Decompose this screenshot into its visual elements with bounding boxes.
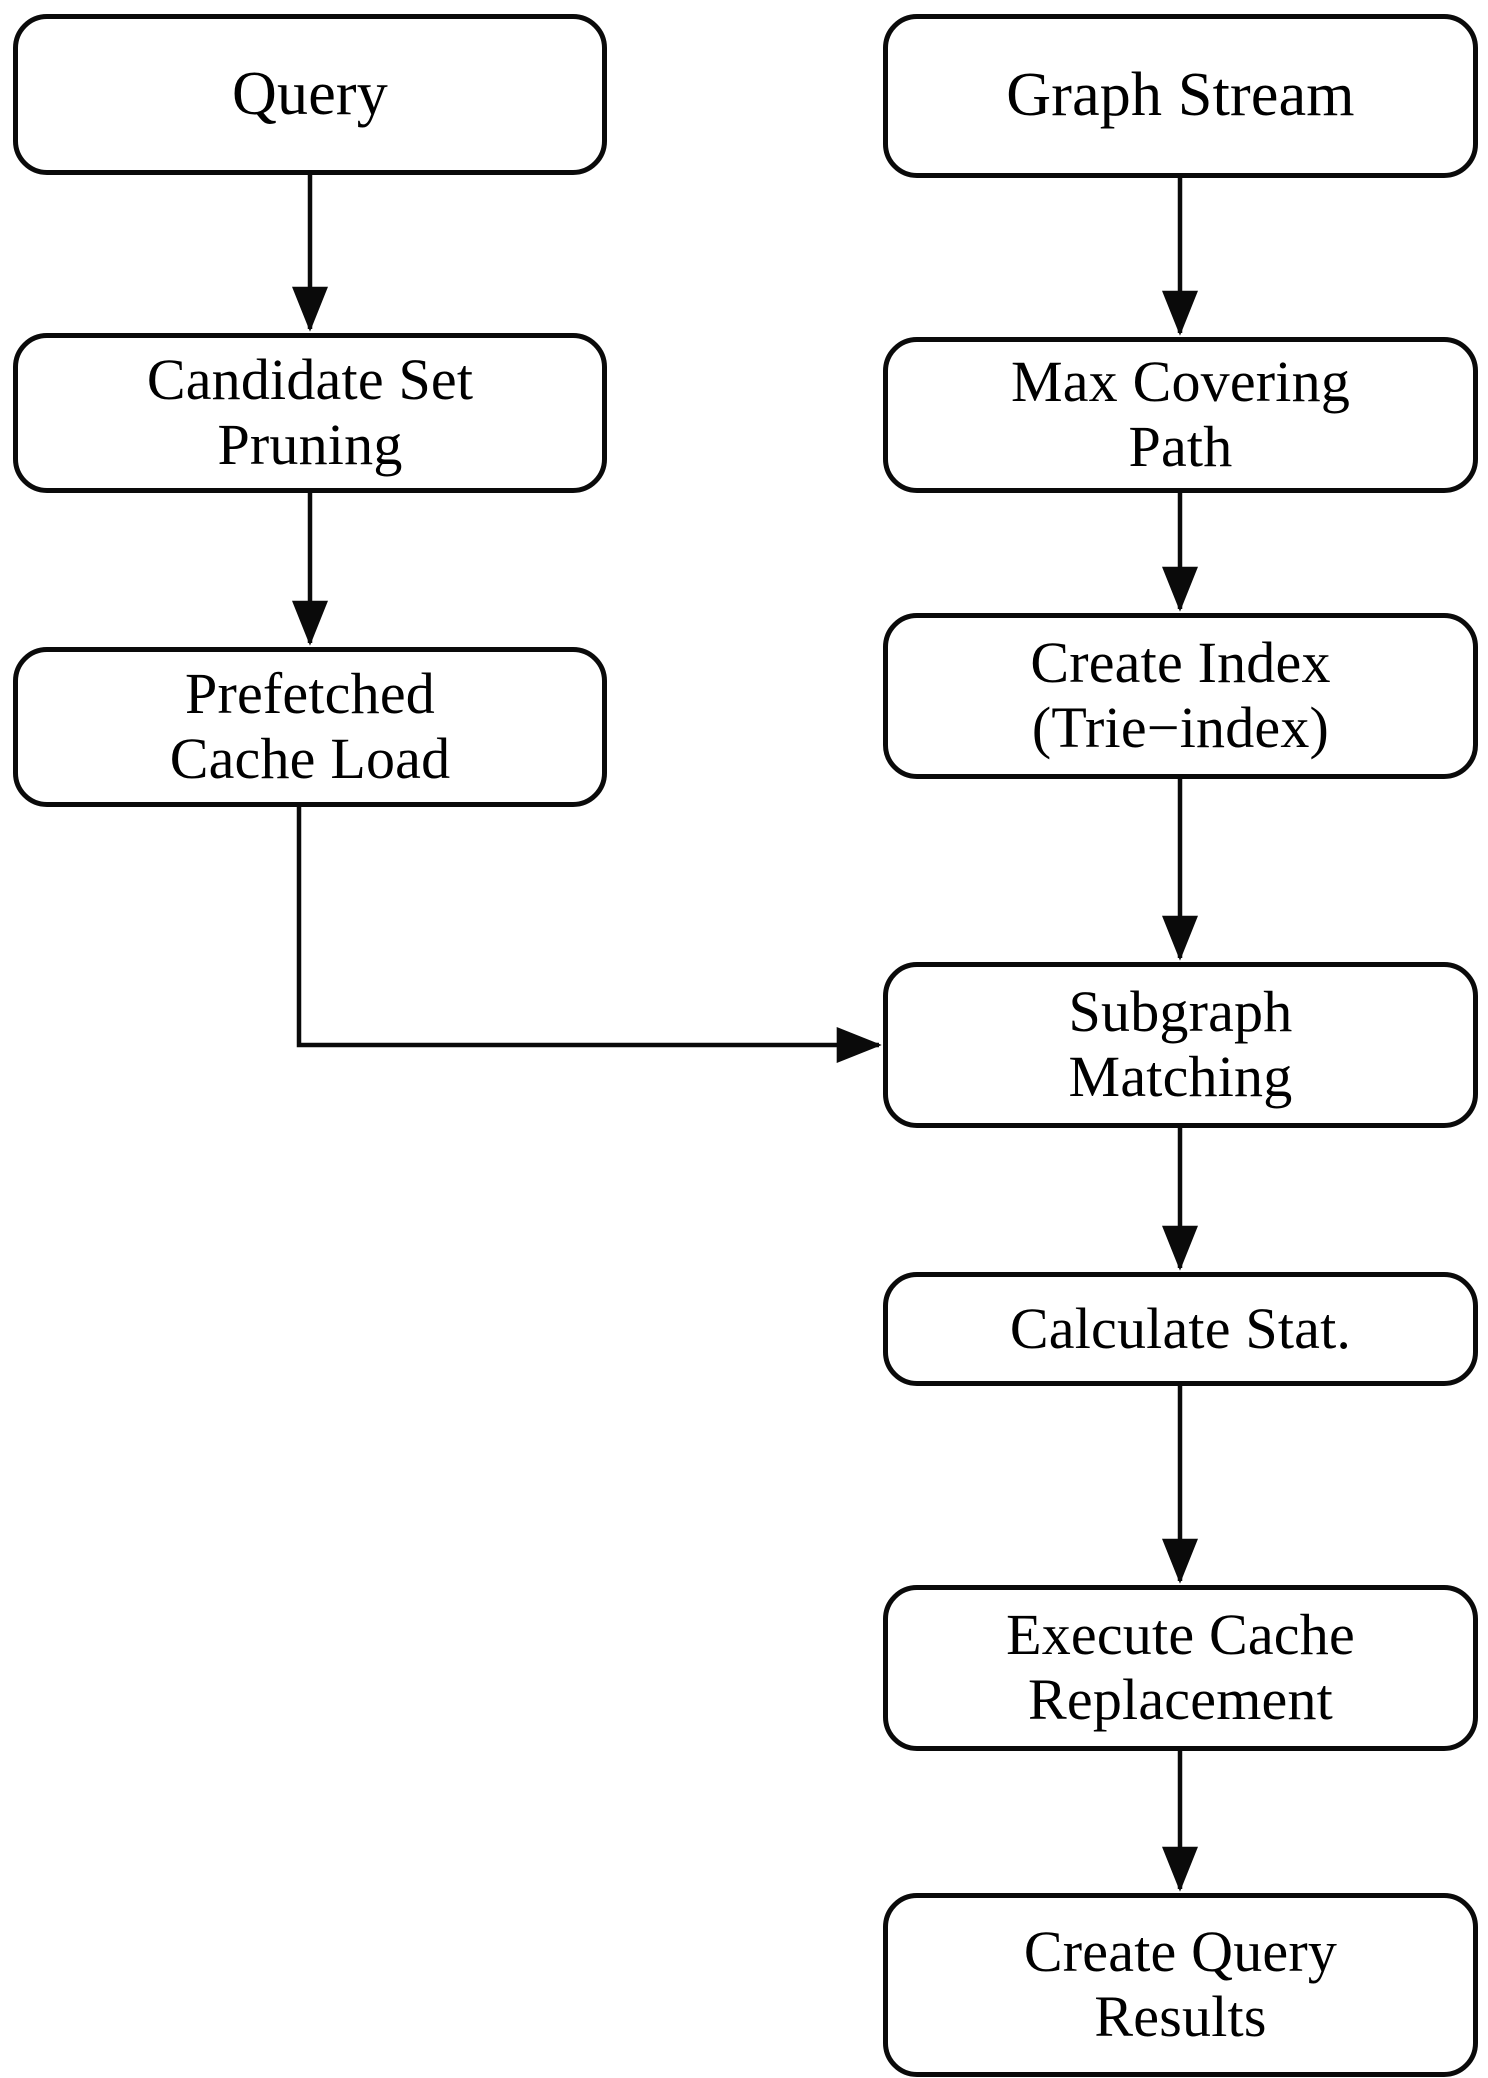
node-prefetched-cache-load: Prefetched Cache Load	[13, 647, 607, 807]
node-label-create-index: Create Index (Trie−index)	[1030, 630, 1331, 760]
node-label-execute-cache-replacement: Execute Cache Replacement	[1006, 1602, 1355, 1732]
node-label-graph-stream: Graph Stream	[1006, 61, 1355, 130]
node-graph-stream: Graph Stream	[883, 14, 1478, 178]
node-label-query: Query	[232, 59, 388, 128]
node-execute-cache-replacement: Execute Cache Replacement	[883, 1585, 1478, 1751]
node-label-subgraph-matching: Subgraph Matching	[1068, 979, 1293, 1109]
edge-prefetched-cache-load-to-subgraph-matching	[296, 807, 882, 1063]
node-label-create-query-results: Create Query Results	[1023, 1919, 1338, 2049]
node-candidate-set-pruning: Candidate Set Pruning	[13, 333, 607, 493]
node-create-index: Create Index (Trie−index)	[883, 613, 1478, 779]
node-label-candidate-set-pruning: Candidate Set Pruning	[146, 347, 474, 477]
node-subgraph-matching: Subgraph Matching	[883, 962, 1478, 1128]
node-query: Query	[13, 14, 607, 175]
node-max-covering-path: Max Covering Path	[883, 337, 1478, 493]
node-label-max-covering-path: Max Covering Path	[1010, 349, 1351, 479]
node-calculate-stat: Calculate Stat.	[883, 1272, 1478, 1386]
node-label-prefetched-cache-load: Prefetched Cache Load	[169, 661, 451, 791]
node-create-query-results: Create Query Results	[883, 1893, 1478, 2077]
node-label-calculate-stat: Calculate Stat.	[1009, 1295, 1352, 1361]
